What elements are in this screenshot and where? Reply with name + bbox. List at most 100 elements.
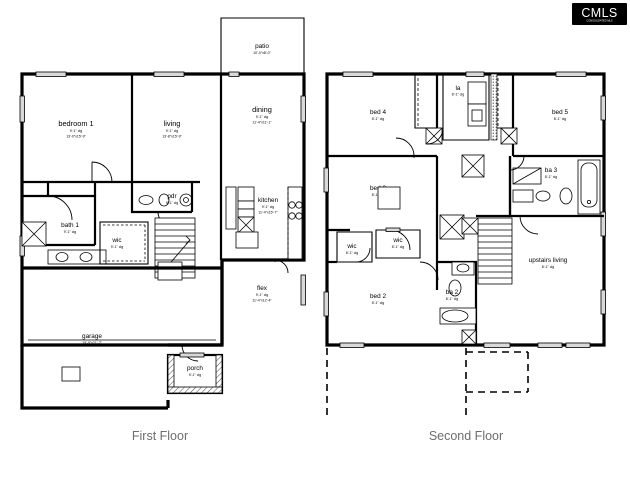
room-label-laundry: la [456,85,461,92]
room-label-wic-a: wic [346,243,357,250]
window [600,289,606,315]
washer [467,81,487,105]
room-dims-bedroom-1: 13'-0"x15'-9" [66,135,86,139]
room-label-porch: porch [187,365,203,372]
room-living: living 9'-1" clg 13'-8"x15'-9" [132,119,200,184]
second-floor-plan: bed 4 8'-1" clg bed 5 8'-1" clg la 8'-1" [323,71,606,443]
kitchen-cabinet [237,200,255,210]
bath-1-shower [21,221,47,247]
room-laundry: la 8'-1" clg [426,74,490,145]
ba-3-toilet [559,187,573,205]
kitchen-cabinet [237,186,255,202]
room-bed-2: bed 2 8'-1" clg [327,260,439,305]
porch-entry-door [179,352,205,358]
room-bed-5: bed 5 8'-1" clg [494,74,604,158]
room-ceiling-wic-a: 8'-1" clg [346,251,358,255]
room-label-wic-b: wic [392,237,403,244]
room-label-upstairs-living: upstairs living [529,257,568,264]
room-ceiling-upstairs-living: 8'-1" clg [542,265,554,269]
room-ceiling-ba-2: 8'-1" clg [446,297,458,301]
window [483,342,511,348]
room-ba-2: ba 2 8'-1" clg [437,260,478,345]
window [153,71,185,77]
kitchen-island [225,186,237,230]
garage-fixture [61,366,81,382]
room-ceiling-dining: 9'-1" clg [256,115,268,119]
room-ba-3: ba 3 8'-1" clg [508,155,604,218]
ba-2-tub [439,307,477,325]
window [19,95,25,123]
room-dims-patio: 10'-0"x8'-0" [253,51,271,55]
room-bath-1: bath 1 9'-1" clg [21,182,107,265]
room-ceiling-bed-4: 8'-1" clg [372,117,384,121]
kitchen-sink-basin [295,201,303,209]
ba-3-tub [577,159,601,215]
window [228,71,240,77]
bed-4-closet [425,127,443,145]
wic-opening [385,227,401,232]
room-ceiling-ba-3: 8'-1" clg [545,175,557,179]
room-label-pdr: pdr [167,193,177,200]
room-dims-garage: 19'-9"x21'-2" [82,341,102,345]
below-footprint-outline [326,348,529,420]
logo-subtext: CONSOLIDATED MLS [586,19,613,23]
room-label-kitchen: kitchen [258,197,279,204]
room-ceiling-bed-5: 8'-1" clg [554,117,566,121]
room-label-living: living [164,119,181,128]
room-garage: garage 19'-9"x21'-2" [20,266,222,410]
logo-text: CMLS [581,6,617,20]
kitchen-counter [287,186,303,260]
ba-2-toilet [448,279,462,297]
room-label-garage: garage [82,333,102,340]
room-ceiling-laundry: 8'-1" clg [452,93,464,97]
bed-5-closet [500,127,518,145]
room-ceiling-bath-1: 9'-1" clg [64,230,76,234]
stairs-first-floor [154,217,196,281]
room-dining: dining 9'-1" clg 11'-4"x11'-1" [219,74,272,260]
room-ceiling-wic-first: 9'-1" clg [111,245,123,249]
stairs-second-floor [477,217,513,285]
pdr-toilet [138,195,154,205]
cmls-logo: CMLS CONSOLIDATED MLS [572,3,627,25]
window [537,342,563,348]
window [600,211,606,237]
room-ceiling-wic-b: 8'-1" clg [392,245,404,249]
window [342,71,374,77]
pdr-sink [158,193,170,207]
room-label-bed-2: bed 2 [370,293,386,300]
bath-1-vanity [47,249,107,265]
kitchen-burner [288,212,296,220]
room-ceiling-kitchen: 9'-1" clg [262,205,274,209]
pdr-basin-drain [183,197,189,203]
room-ceiling-bed-2: 8'-1" clg [372,301,384,305]
room-ceiling-porch: 9'-1" clg [189,373,201,377]
window [35,71,67,77]
room-label-ba-3: ba 3 [545,167,558,174]
upstairs-closet [461,217,479,235]
room-flex: flex 9'-1" clg 11'-4"x12'-4" [220,258,304,345]
room-label-dining: dining [252,105,272,114]
room-wic-b: wic 8'-1" clg [375,227,421,259]
room-upstairs-living: upstairs living 8'-1" clg [461,214,568,285]
window [323,291,329,317]
room-porch: porch 9'-1" clg [166,352,224,395]
ba-2-vanity [451,261,475,276]
room-label-bed-4: bed 4 [370,109,386,116]
first-floor-title: First Floor [132,429,188,443]
hall-landing-second [377,154,485,240]
window [565,342,591,348]
kitchen-burner [295,212,303,220]
ba-2-sink [456,263,470,273]
window [300,274,306,306]
stairs-landing [157,261,183,281]
room-label-patio: patio [255,43,269,50]
room-kitchen: kitchen 9'-1" clg 11'-4"x15'-7" [225,186,303,274]
ba-3-vanity [512,189,534,203]
kitchen-cabinet [237,208,255,218]
room-dims-dining: 11'-4"x11'-1" [252,121,272,125]
pdr-basin [179,193,193,207]
room-label-ba-2: ba 2 [446,289,459,296]
hall-niche [377,186,401,210]
window [323,167,329,193]
